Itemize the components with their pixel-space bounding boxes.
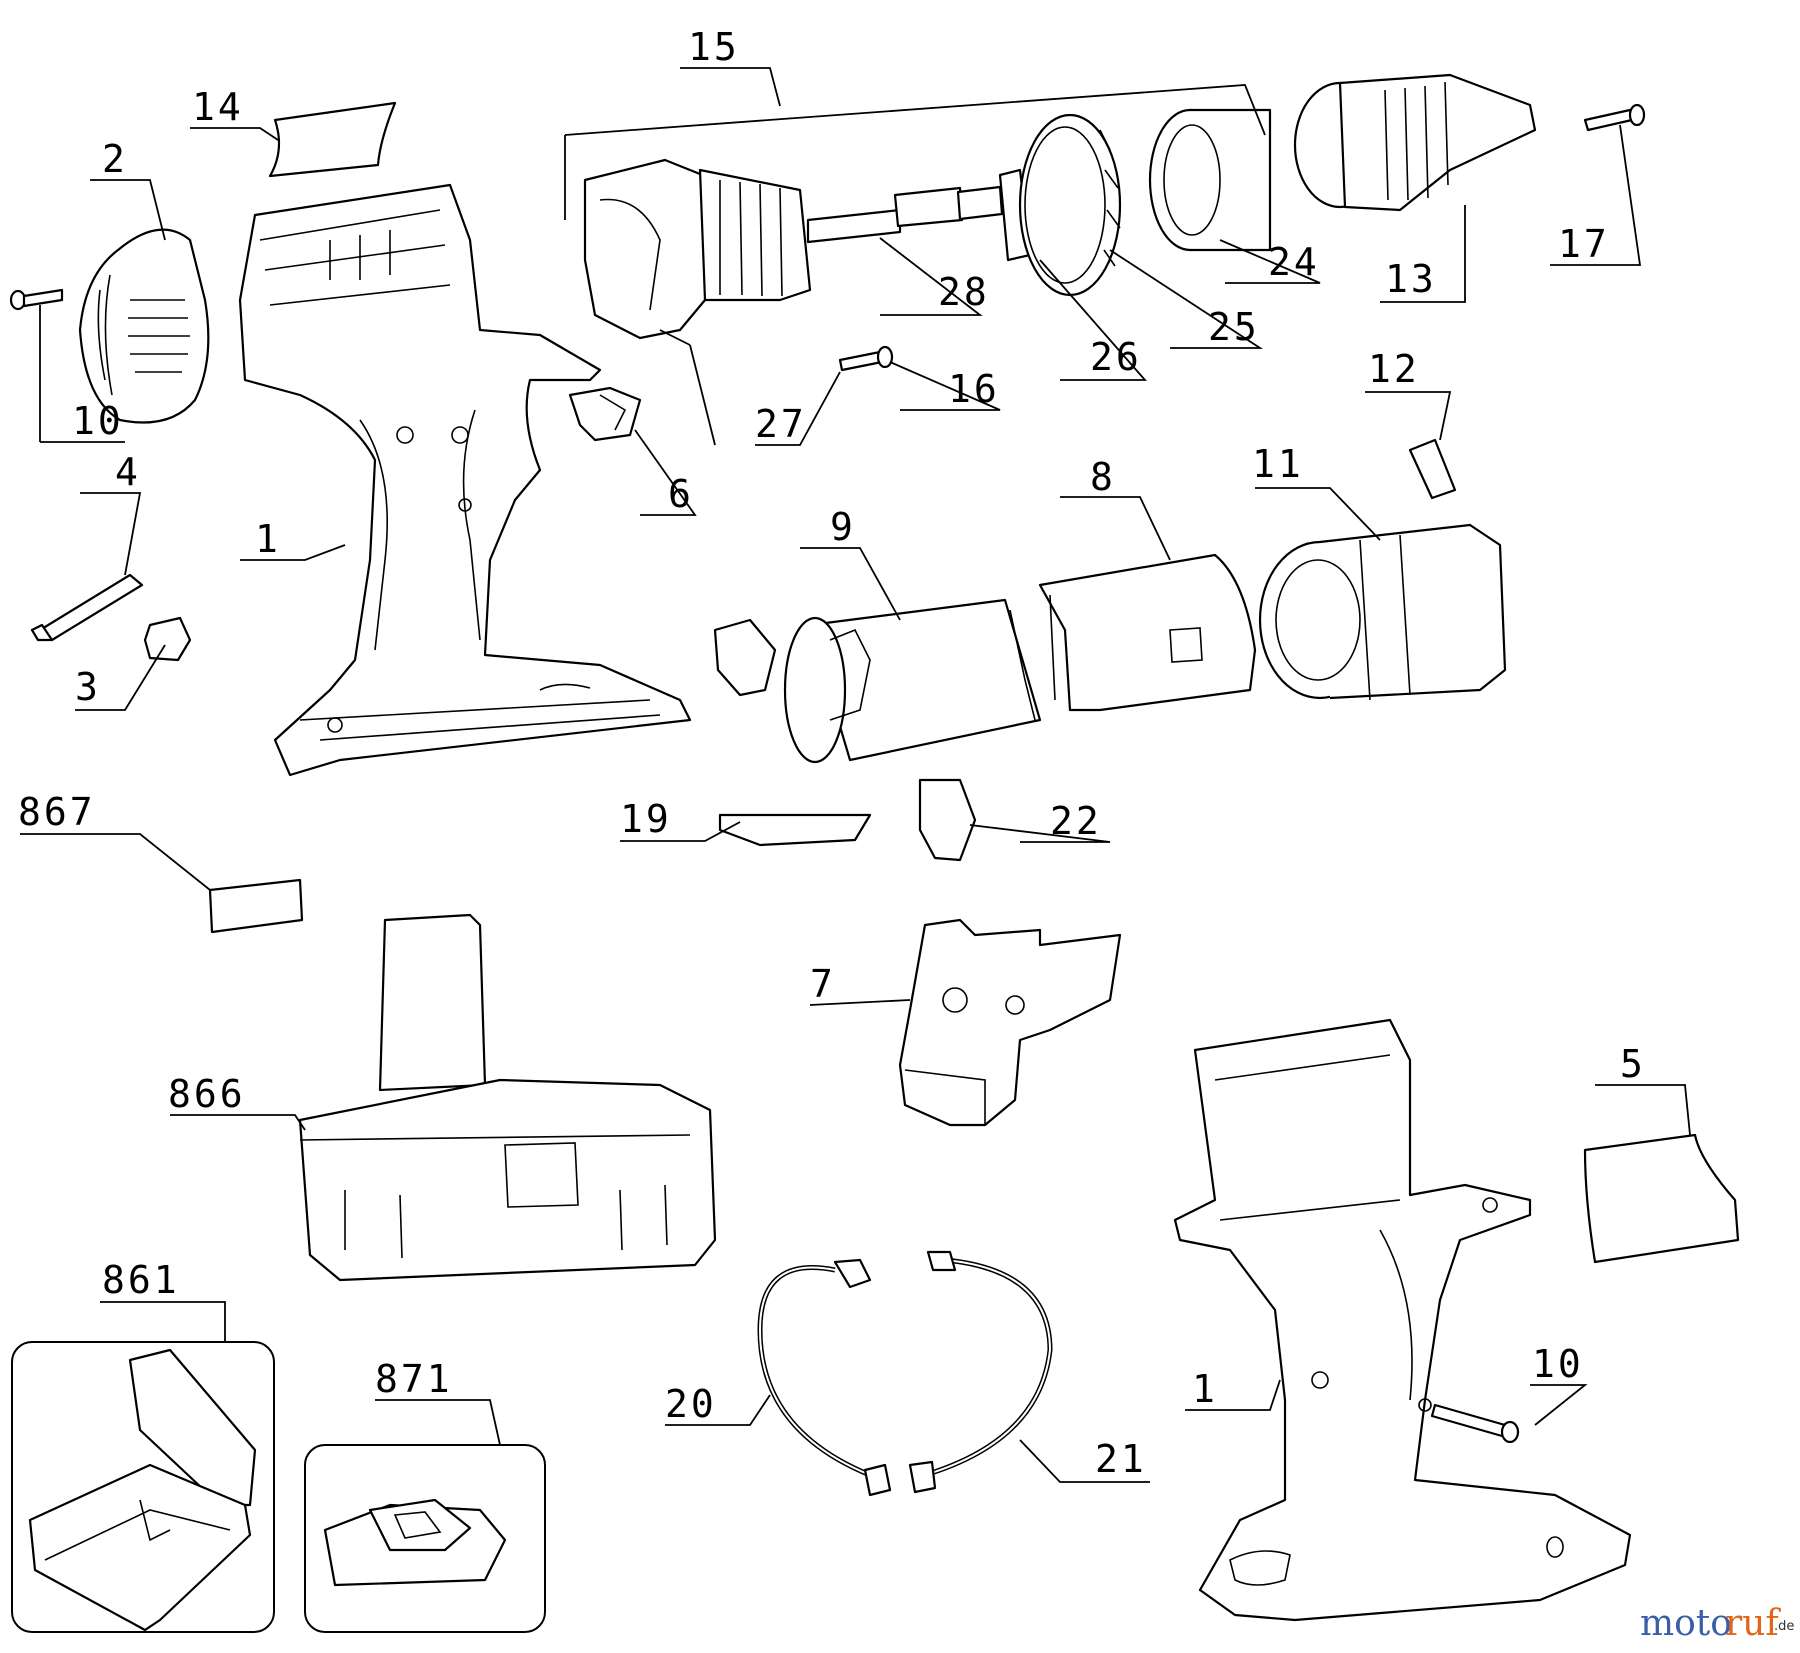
- label-1-top: 1: [255, 517, 281, 561]
- part-13-chuck: [1293, 73, 1537, 212]
- label-20: 20: [665, 1382, 717, 1426]
- part-2-rear-cover: [78, 228, 210, 424]
- part-19-bracket: [718, 813, 872, 847]
- label-17: 17: [1558, 222, 1610, 266]
- label-861: 861: [102, 1258, 180, 1302]
- part-8-motor-can: [1038, 553, 1257, 712]
- watermark-part1: moto: [1640, 1603, 1732, 1644]
- label-14: 14: [192, 85, 244, 129]
- label-11: 11: [1252, 442, 1304, 486]
- part-861-carrying-case: [11, 1341, 275, 1633]
- label-16: 16: [948, 367, 1000, 411]
- label-8: 8: [1090, 455, 1116, 499]
- part-16-screw: [838, 345, 894, 372]
- label-24: 24: [1268, 240, 1320, 284]
- label-28: 28: [938, 270, 990, 314]
- leader-lines: [20, 67, 1691, 1483]
- part-1-housing-right: [1173, 1018, 1632, 1622]
- part-866-battery-pack: [298, 913, 717, 1282]
- label-15: 15: [688, 25, 740, 69]
- label-866: 866: [168, 1072, 246, 1116]
- part-28-spindle: [806, 185, 1004, 244]
- part-14-label: [268, 101, 397, 178]
- part-10-screw-bottom: [1430, 1403, 1520, 1444]
- label-4: 4: [115, 450, 141, 494]
- label-26: 26: [1090, 335, 1142, 379]
- part-7-trigger-switch: [898, 918, 1122, 1127]
- label-10-top: 10: [72, 399, 124, 443]
- label-21: 21: [1095, 1437, 1147, 1481]
- watermark-part2: ruf: [1725, 1603, 1781, 1644]
- part-20-wire: [757, 1258, 892, 1497]
- label-7: 7: [810, 962, 836, 1006]
- part-867-block: [208, 878, 304, 934]
- part-4-driver-bit: [30, 573, 144, 642]
- part-12-spring: [1408, 438, 1457, 500]
- label-10-bottom: 10: [1532, 1342, 1584, 1386]
- label-867: 867: [18, 790, 96, 834]
- label-13: 13: [1385, 257, 1437, 301]
- part-21-wire: [908, 1250, 1053, 1494]
- part-871-charger: [304, 1444, 546, 1633]
- part-5-label: [1583, 1133, 1740, 1264]
- part-11-field-housing: [1258, 523, 1507, 701]
- label-22: 22: [1050, 799, 1102, 843]
- part-6-switch-piece: [568, 386, 642, 442]
- label-2: 2: [102, 137, 128, 181]
- part-9-brush-holder: [713, 618, 777, 697]
- part-26-clutch-ring: [998, 113, 1122, 297]
- callout-numbers: 15 14 2 10 4 3 1 6 27 16 28 26 25 24 13 …: [18, 25, 1646, 1481]
- label-5: 5: [1620, 1042, 1646, 1086]
- label-9: 9: [830, 505, 856, 549]
- part-27-gearbox-housing: [583, 158, 812, 340]
- label-12: 12: [1368, 347, 1420, 391]
- watermark-logo: moto ruf .de: [1640, 1603, 1794, 1644]
- label-19: 19: [620, 797, 672, 841]
- part-10-screw-top: [9, 288, 64, 311]
- part-22-terminal: [918, 778, 977, 862]
- label-27: 27: [755, 402, 807, 446]
- label-6: 6: [668, 472, 694, 516]
- part-3-clip: [143, 616, 192, 662]
- label-25: 25: [1208, 305, 1260, 349]
- part-1-housing-left: [238, 183, 692, 777]
- part-17-screw: [1583, 103, 1646, 132]
- label-871: 871: [375, 1357, 453, 1401]
- part-9-motor: [783, 598, 1042, 764]
- watermark-suffix: .de: [1774, 1619, 1794, 1634]
- label-3: 3: [75, 665, 101, 709]
- part-25-collar: [1148, 108, 1272, 252]
- label-1-bottom: 1: [1192, 1367, 1218, 1411]
